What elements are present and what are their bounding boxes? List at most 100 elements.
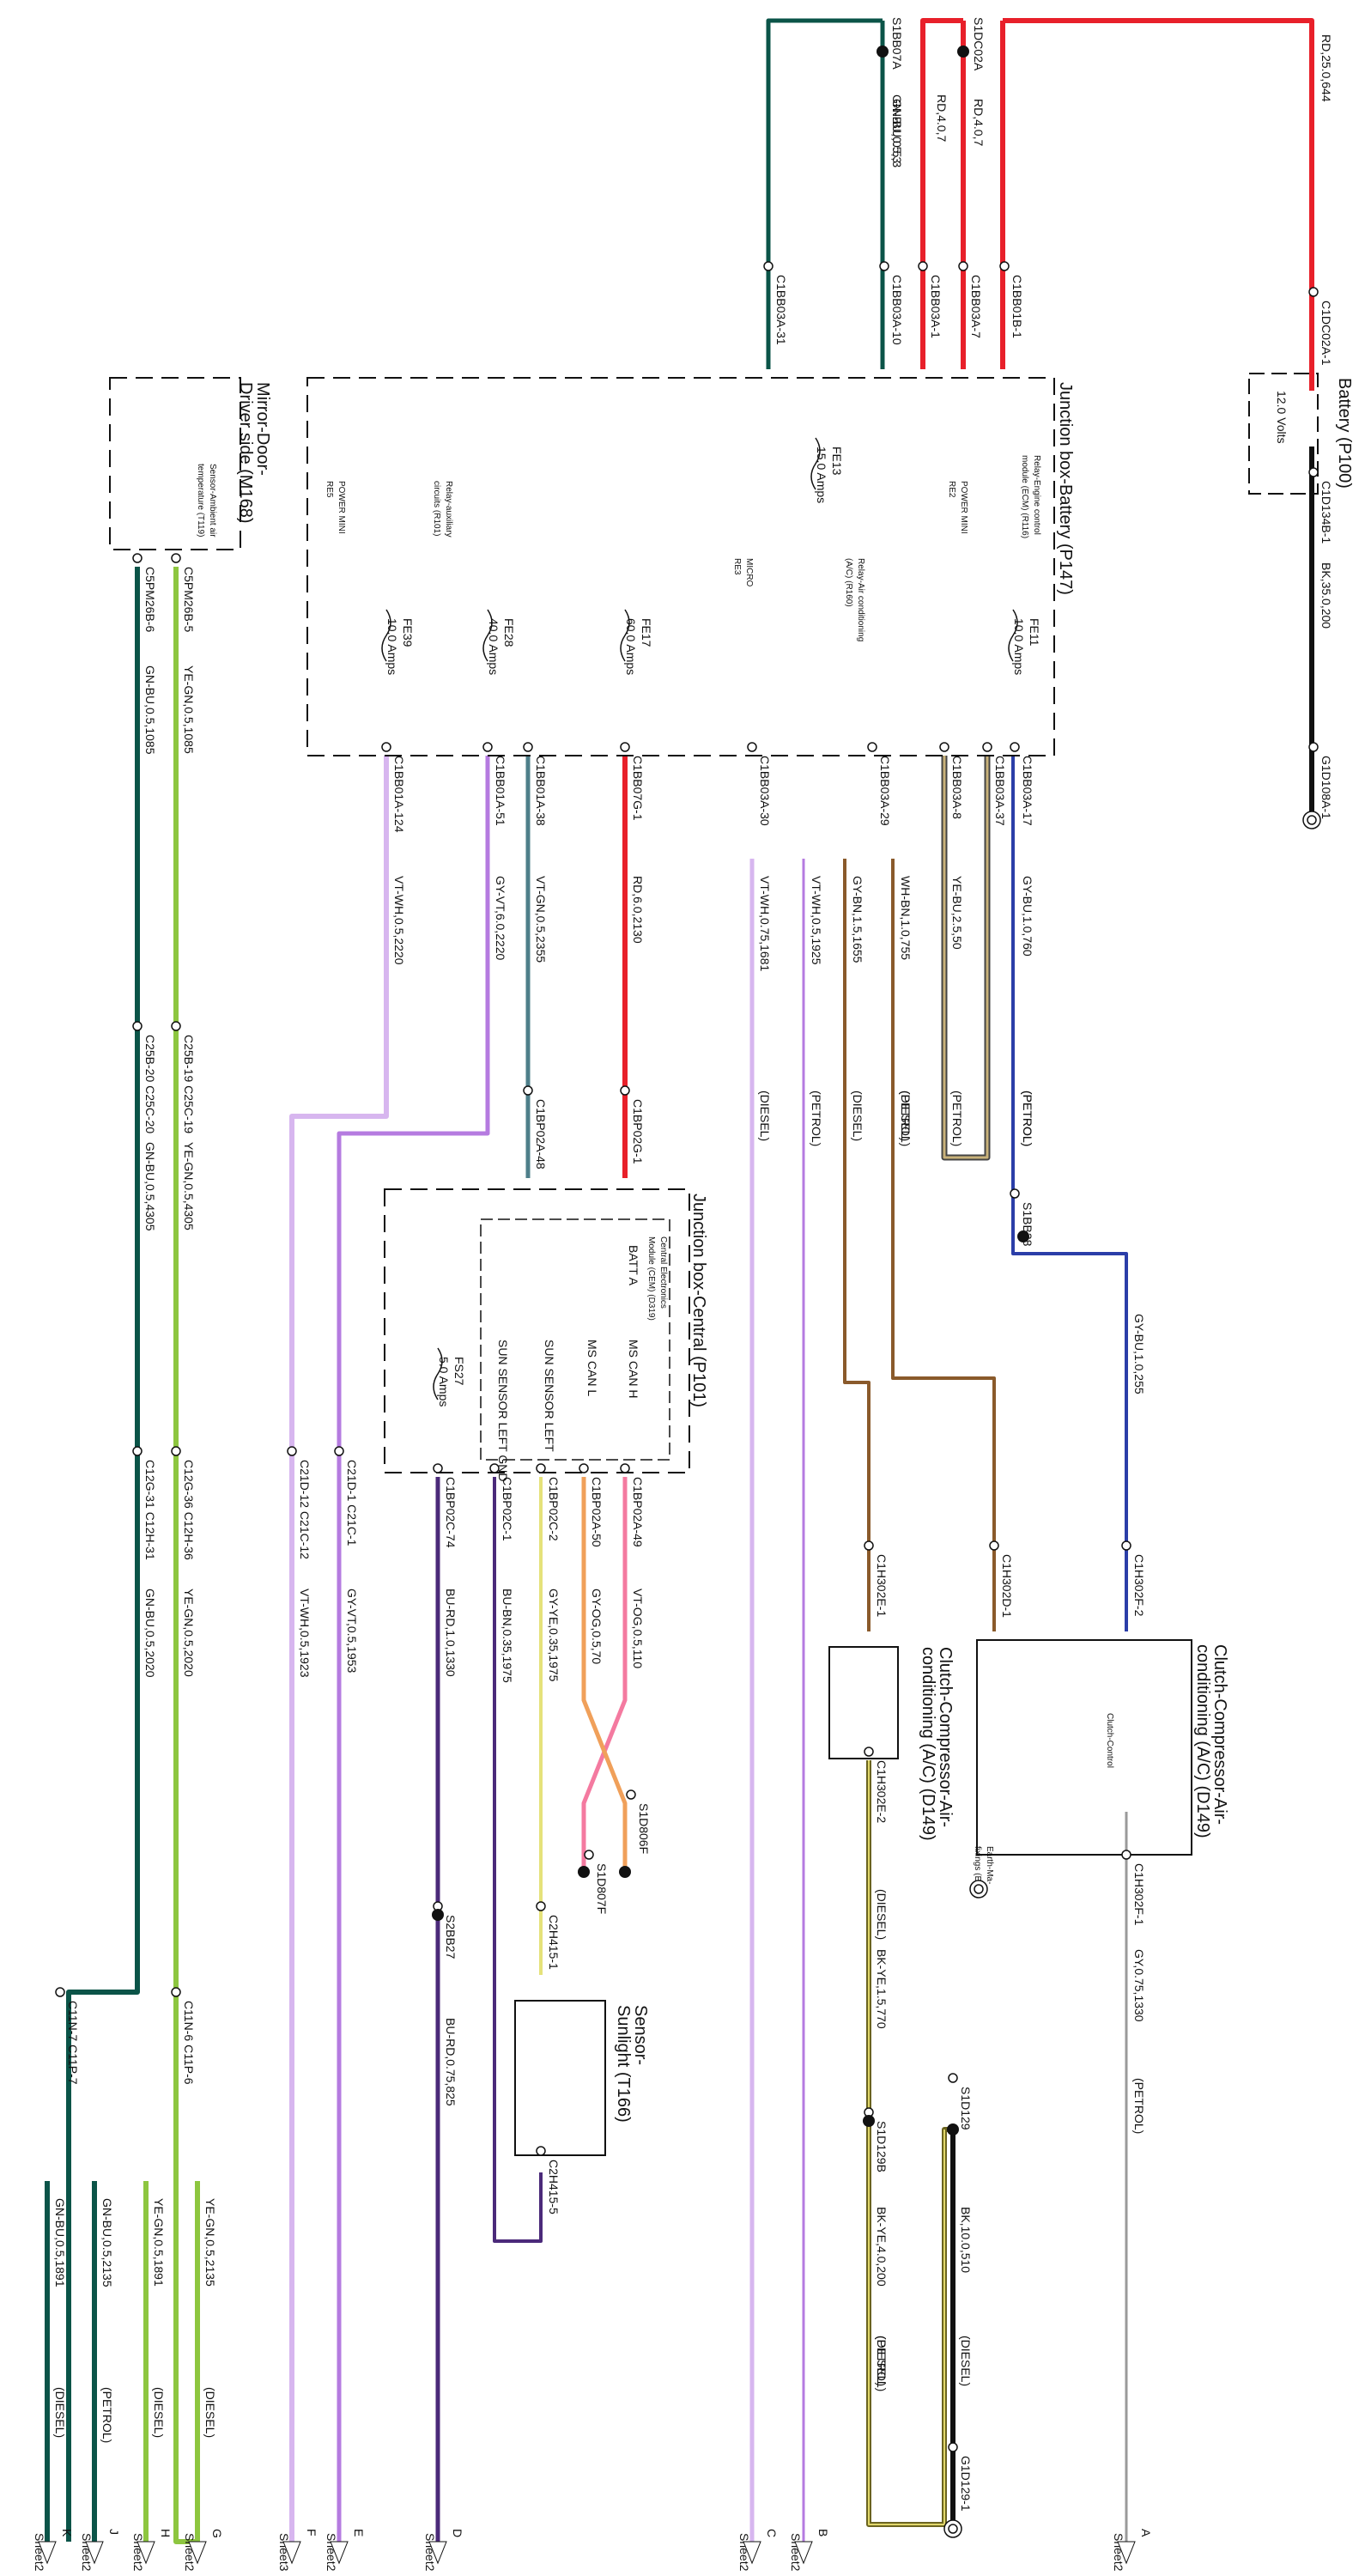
ground-inner-icon: [948, 2524, 958, 2534]
connector-label: C12G-36 C12H-36: [182, 1460, 196, 1560]
connector-label: C1BB07G-1: [631, 756, 645, 821]
wire-label: GY-YE,0.35,1975: [547, 1589, 561, 1682]
connector-label: S1D807F: [595, 1863, 609, 1914]
component-label-earth: Earth-Ma-: [985, 1846, 994, 1884]
connector-pin-icon: [171, 553, 181, 563]
fuse-icon: [482, 609, 493, 662]
connector-pin-icon: [864, 1540, 874, 1551]
splice-dot-icon: [1017, 1230, 1029, 1242]
wire-label: YE-GN,0.5,2135: [203, 2198, 217, 2287]
top-conn-label: S1BB07A: [890, 17, 904, 70]
component-boxes: [109, 373, 1319, 2156]
clutch2-title-1: Clutch-Compressor-Air-: [936, 1647, 955, 1827]
component-label-cem: Module (CEM) (D319): [646, 1236, 656, 1321]
component-label-sensor-ambient: temperature (T119): [196, 464, 205, 537]
connector-pin-icon: [132, 1446, 143, 1456]
component-label-cem: Central Electronics: [658, 1236, 668, 1309]
cem-pin-label: SUN SENSOR LEFT: [543, 1340, 556, 1452]
connector-pin-icon: [584, 1850, 594, 1860]
mirror-title-2: Driver side (M168): [236, 382, 255, 523]
wire-rd-4b: [920, 18, 963, 369]
connector-pin-icon: [626, 1789, 636, 1800]
variant-label: (PETROL): [100, 2387, 114, 2443]
connector-label: S1D806F: [637, 1803, 651, 1854]
connector-pin-icon: [982, 742, 992, 752]
connector-label: C1H302E-1: [875, 1554, 889, 1617]
sheet-letter: F: [305, 2529, 318, 2537]
connector-label: C1H302D-1: [1000, 1554, 1014, 1618]
sheet-arrow-icon: [743, 2541, 761, 2565]
fuse-icon: [433, 1347, 443, 1400]
wire-label: VT-WH,0.5,1923: [298, 1589, 312, 1678]
wire-label: VT-WH,0.5,1925: [810, 876, 823, 965]
connector-pin-icon: [489, 1463, 500, 1473]
connector-label: C1BP02C-74: [444, 1477, 458, 1548]
connector-label: C1BB03A-37: [993, 756, 1007, 826]
sheet-arrow-icon: [38, 2541, 57, 2565]
connector-label: C1BB03A-1: [929, 275, 943, 338]
variant-label: (PETROL): [875, 2336, 889, 2391]
variant-label: (DIESEL): [203, 2387, 217, 2438]
wire-gybu-760: [1011, 756, 1128, 1631]
component-label-relay-aux: Relay-auxiliary: [444, 481, 453, 538]
connector-label: S1D129: [959, 2087, 973, 2130]
connector-pin-icon: [867, 742, 877, 752]
component-label-micro: RE3: [732, 558, 742, 575]
connector-label: C1DC02A-1: [1319, 301, 1333, 366]
connector-pin-icon: [1010, 1188, 1020, 1199]
wire-label: VT-WH,0.75,1681: [758, 876, 772, 971]
connector-label: G1D129-1: [959, 2456, 973, 2512]
connector-label: C1BB03A-7: [969, 275, 983, 338]
connector-label: C1H302F-1: [1132, 1863, 1146, 1926]
connector-pin-icon: [482, 742, 493, 752]
wire-whbn-755: [891, 859, 996, 1631]
connector-label: S2BB27: [444, 1915, 458, 1959]
wire-battery-red: [1003, 18, 1314, 391]
wire-label: GN-BU,0.5,1085: [143, 665, 157, 755]
top-wire-label: RD,4.0,7: [972, 99, 986, 146]
connector-label: C1BP02G-1: [631, 1099, 645, 1164]
component-label-relay-ac: (A/C) (R160): [844, 558, 853, 607]
wire-gnbu-1085: [66, 567, 140, 2542]
splice-dot-icon: [432, 1909, 444, 1921]
connector-pin-icon: [948, 2073, 958, 2083]
component-label-sensor-ambient: Sensor-Ambient air: [208, 464, 217, 538]
cem-pin-label: SUN SENSOR LEFT GND: [496, 1340, 510, 1481]
wire-label: GY-VT,6.0,2220: [494, 876, 507, 961]
wire-label: YE-GN,0.5,2020: [182, 1589, 196, 1677]
splice-dot-icon: [877, 46, 889, 58]
wire-label: BK-YE,4.0,200: [875, 2207, 889, 2287]
wire-label: GY,0.75,1330: [1132, 1949, 1146, 2022]
sensor-sun-title-2: Sunlight (T166): [614, 2005, 633, 2123]
top-conn-label: S1DC02A: [972, 17, 986, 71]
connector-label: C1BP02A-50: [590, 1477, 604, 1547]
connector-label: C5PM26B-5: [182, 567, 196, 632]
wire-label: BK-YE,1.5,770: [875, 1949, 889, 2029]
connector-pin-icon: [536, 1463, 546, 1473]
wire-label: YE-GN,0.5,1891: [152, 2198, 166, 2287]
clutch2-title-2: conditioning (A/C) (D149): [919, 1647, 937, 1841]
jb-battery-title: Junction box-Battery (P147): [1056, 382, 1075, 595]
fuse-rating: 40.0 Amps: [487, 618, 500, 675]
sheet-letter: K: [60, 2529, 74, 2537]
splice-dot-icon: [957, 46, 969, 58]
sheet-letter: C: [765, 2529, 779, 2537]
mirror-title-1: Mirror-Door-: [253, 382, 272, 476]
wire-bubn-1975: [493, 1477, 543, 2243]
wire-label: GN-BU,0.5,4305: [143, 1142, 157, 1231]
wire-label: YE-BU,2.5,50: [950, 876, 964, 950]
connector-label: C1BB01A-38: [534, 756, 548, 826]
fuse-rating: 15.0 Amps: [815, 447, 828, 503]
wire-gyog-70: [581, 1477, 628, 1872]
fuse-id: FS27: [452, 1357, 466, 1386]
variant-label: (DIESEL): [53, 2387, 67, 2438]
wire-label: VT-GN,0.5,2355: [534, 876, 548, 963]
wire-gybn-1655: [843, 859, 871, 1631]
connector-label: C5PM26B-6: [143, 567, 157, 632]
sheet-letter: E: [352, 2529, 366, 2537]
component-label-relay-ac: Relay-Air conditioning: [856, 558, 865, 641]
wire-label: BU-BN,0.35,1975: [500, 1589, 514, 1683]
fuse-id: FE28: [502, 618, 516, 647]
